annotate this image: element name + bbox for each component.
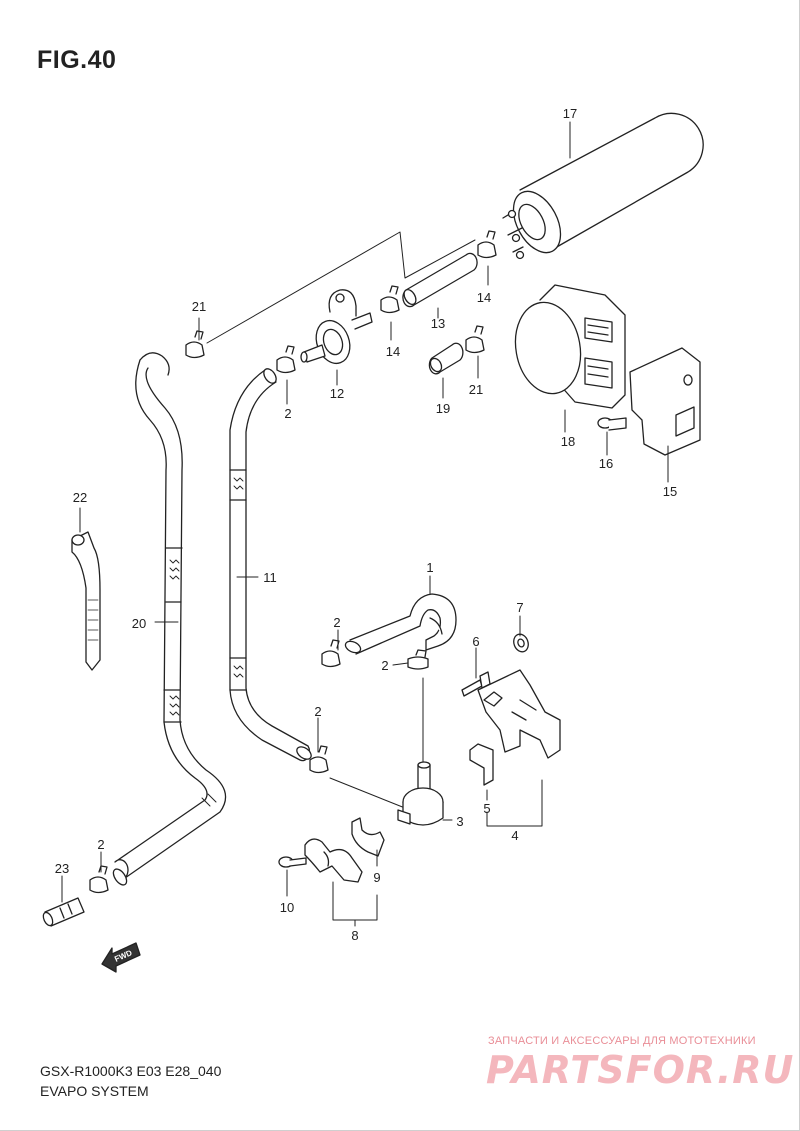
callout-19: 19	[436, 401, 450, 416]
bracket-part-4	[477, 669, 561, 759]
bolt-part-16	[597, 417, 627, 431]
system-name: EVAPO SYSTEM	[40, 1083, 149, 1099]
watermark-tagline: ЗАПЧАСТИ И АКСЕССУАРЫ ДЛЯ МОТОТЕХНИКИ	[488, 1035, 756, 1047]
bracket-part-5	[469, 743, 494, 786]
callout-21-right: 21	[469, 382, 483, 397]
cover-part-15	[629, 347, 701, 456]
figure-title: FIG.40	[37, 46, 117, 74]
clamp-part-2-bottom	[89, 865, 109, 894]
bolt-part-10	[278, 856, 307, 868]
callout-20: 20	[132, 616, 146, 631]
callout-2-mid: 2	[381, 658, 388, 673]
leader-lines	[61, 121, 669, 927]
callout-15: 15	[663, 484, 677, 499]
clamp-part-14-right	[477, 230, 497, 259]
callout-9: 9	[373, 870, 380, 885]
callout-14-right: 14	[477, 290, 491, 305]
callout-16: 16	[599, 456, 613, 471]
canister-part-17	[502, 112, 704, 260]
callout-2-lower: 2	[314, 704, 321, 719]
callout-21-left: 21	[192, 299, 206, 314]
callout-4: 4	[511, 828, 518, 843]
clamp-part-21-left	[185, 330, 205, 359]
clamp-part-14-center	[380, 285, 400, 314]
callout-1: 1	[426, 560, 433, 575]
callout-5: 5	[483, 801, 490, 816]
valve-part-3	[397, 761, 444, 826]
hose-part-19	[428, 342, 464, 375]
watermark-logo: PARTSFOR.RU	[486, 1048, 795, 1092]
clamp-part-2-mid-left	[321, 639, 341, 668]
bracket-part-8	[304, 838, 363, 883]
model-code: GSX-R1000K3 E03 E28_040	[40, 1063, 222, 1079]
callout-3: 3	[456, 814, 463, 829]
clamp-part-2-upper	[276, 345, 296, 374]
washer-part-7	[513, 633, 529, 653]
callout-18: 18	[561, 434, 575, 449]
hose-part-13	[402, 252, 478, 308]
callout-2-mid-left: 2	[333, 615, 340, 630]
clamp-part-2-lower	[309, 745, 329, 774]
hose-part-20	[112, 352, 227, 886]
hose-part-11	[229, 368, 312, 762]
callout-13: 13	[431, 316, 445, 331]
callout-17: 17	[563, 106, 577, 121]
callout-10: 10	[280, 900, 294, 915]
forward-direction-arrow: FWD	[101, 942, 141, 973]
callout-23: 23	[55, 861, 69, 876]
callout-7: 7	[516, 600, 523, 615]
joint-part-23	[42, 897, 85, 927]
cover-part-9	[351, 817, 385, 857]
callout-6: 6	[472, 634, 479, 649]
callout-12: 12	[330, 386, 344, 401]
tie-part-22	[71, 531, 101, 671]
callout-2-upper: 2	[284, 406, 291, 421]
callout-11: 11	[263, 570, 277, 585]
callout-labels: 17 21 14 13 14 21 12 2 19 18 16 15 22 11…	[55, 106, 677, 943]
hose-part-1	[344, 593, 457, 655]
holder-part-18	[514, 284, 626, 409]
clamp-part-2-mid	[407, 649, 429, 670]
routing-lines	[206, 231, 476, 811]
clamp-part-21-right	[465, 325, 485, 354]
callout-22: 22	[73, 490, 87, 505]
callout-14-center: 14	[386, 344, 400, 359]
callout-8: 8	[351, 928, 358, 943]
callout-2-bottom: 2	[97, 837, 104, 852]
valve-part-12	[300, 289, 373, 365]
